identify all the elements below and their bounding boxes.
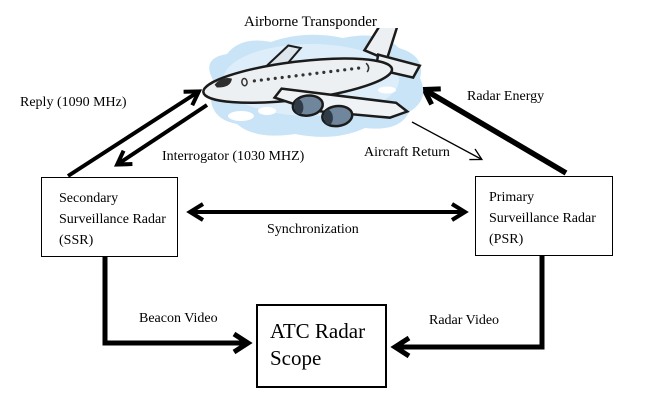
airborne-transponder-label: Airborne Transponder — [244, 14, 377, 30]
aircraft-return-arrow — [411, 121, 484, 161]
beacon-video-label: Beacon Video — [139, 311, 218, 326]
cloud-white-2 — [258, 107, 276, 115]
reply-label: Reply (1090 MHz) — [20, 95, 127, 110]
interrogator-arrow — [66, 89, 203, 178]
psr-node-box: Primary Surveillance Radar (PSR) — [475, 176, 613, 256]
beacon-video-arrow — [102, 257, 253, 355]
psr-line-2: Surveillance Radar — [489, 211, 596, 226]
atc-line-2: Scope — [270, 346, 322, 370]
engine-1 — [291, 94, 324, 117]
airplane-icon — [202, 20, 424, 137]
door-mark — [241, 77, 248, 87]
ssr-line-1: Secondary — [59, 191, 119, 206]
radar-video-arrow — [390, 256, 545, 359]
cloud-white-3 — [378, 86, 396, 94]
airplane-body-group — [202, 20, 422, 128]
engine-2 — [321, 104, 354, 128]
radar-energy-arrow — [420, 86, 568, 176]
synchronization-label: Synchronization — [267, 222, 359, 237]
radar-energy-label: Radar Energy — [467, 89, 545, 104]
atc-radar-scope-box: ATC Radar Scope — [256, 304, 387, 388]
ssr-line-3: (SSR) — [59, 233, 94, 248]
reply-arrow — [113, 103, 209, 167]
aircraft-return-label: Aircraft Return — [364, 145, 450, 160]
rear-door-mark — [365, 62, 370, 73]
ssr-node-box: Secondary Surveillance Radar (SSR) — [41, 177, 178, 257]
interrogator-label: Interrogator (1030 MHZ) — [162, 149, 305, 164]
psr-line-3: (PSR) — [489, 232, 524, 247]
psr-line-1: Primary — [489, 190, 535, 205]
window-dots — [252, 66, 361, 83]
atc-line-1: ATC Radar — [270, 319, 366, 343]
ssr-line-2: Surveillance Radar — [59, 212, 166, 227]
cockpit-window — [214, 77, 232, 88]
radar-video-label: Radar Video — [429, 313, 500, 328]
airplane-illustration — [193, 20, 428, 143]
cloud-white-1 — [228, 111, 254, 121]
